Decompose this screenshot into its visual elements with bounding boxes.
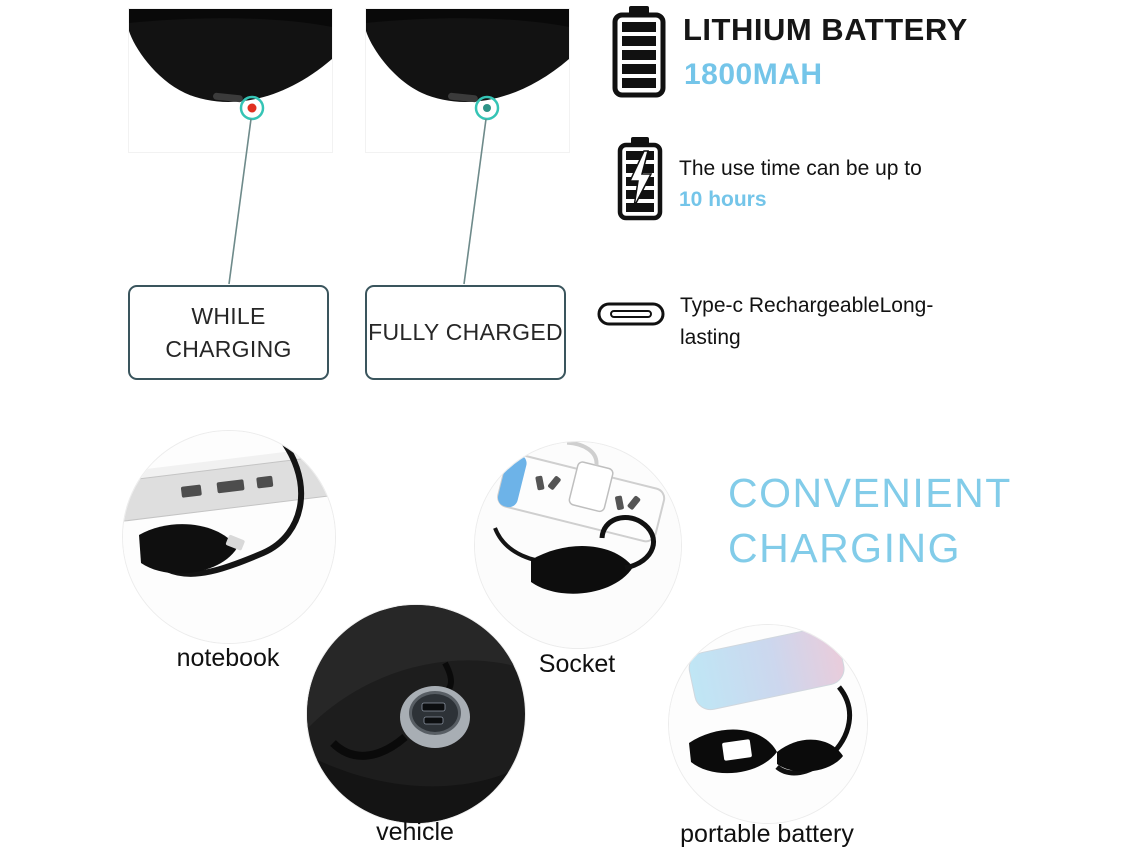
charging-cable xyxy=(330,733,408,760)
battery-icon xyxy=(612,6,666,98)
led-dot-teal xyxy=(483,104,491,112)
usb-port xyxy=(421,702,446,712)
cable-loop xyxy=(599,515,656,571)
neckband-device-image xyxy=(129,9,332,121)
status-box-while-charging: WHILE CHARGING xyxy=(128,285,329,380)
label-socket: Socket xyxy=(538,650,616,678)
led-dot-red xyxy=(247,103,257,113)
charging-port-slot xyxy=(213,92,243,103)
battery-charging-icon xyxy=(617,137,663,221)
battery-title: LITHIUM BATTERY xyxy=(683,12,968,47)
notebook-photo xyxy=(122,430,336,644)
vehicle-photo xyxy=(306,604,526,824)
status-box-fully-charged: FULLY CHARGED xyxy=(365,285,566,380)
usb-port xyxy=(423,716,444,725)
device-label-tag xyxy=(722,739,752,761)
typec-port-icon xyxy=(597,302,665,326)
typec-text: Type-c RechargeableLong- lasting xyxy=(680,290,1010,353)
charging-cable xyxy=(164,431,305,577)
led-ring xyxy=(239,95,265,121)
typec-text-line1: Type-c RechargeableLong- xyxy=(680,294,934,317)
neckband-device-image xyxy=(366,9,569,121)
portable-battery-photo xyxy=(668,624,868,824)
wall-plug xyxy=(568,461,614,513)
status-label: WHILE CHARGING xyxy=(165,302,292,362)
typec-text-line2: lasting xyxy=(680,325,741,349)
use-time-text: The use time can be up to xyxy=(679,157,922,180)
use-time-value: 10 hours xyxy=(679,188,767,211)
charging-port-slot xyxy=(448,92,478,103)
heading-line1: CONVENIENT xyxy=(728,470,1012,516)
neckband-photo-charged xyxy=(365,8,570,153)
label-notebook: notebook xyxy=(176,644,280,672)
socket-photo xyxy=(474,441,682,649)
heading-line2: CHARGING xyxy=(728,525,961,572)
battery-capacity: 1800MAH xyxy=(684,58,823,91)
section-heading: CONVENIENT CHARGING xyxy=(728,466,1012,577)
neckband-device-arm xyxy=(777,739,843,772)
neckband-device xyxy=(531,546,633,594)
lightning-bolt-icon xyxy=(628,150,653,208)
label-portable-battery: portable battery xyxy=(680,820,854,848)
status-label: FULLY CHARGED xyxy=(368,319,563,346)
neckband-photo-charging xyxy=(128,8,333,153)
led-ring xyxy=(474,95,500,121)
label-vehicle: vehicle xyxy=(376,818,454,846)
neckband-device xyxy=(139,524,237,574)
